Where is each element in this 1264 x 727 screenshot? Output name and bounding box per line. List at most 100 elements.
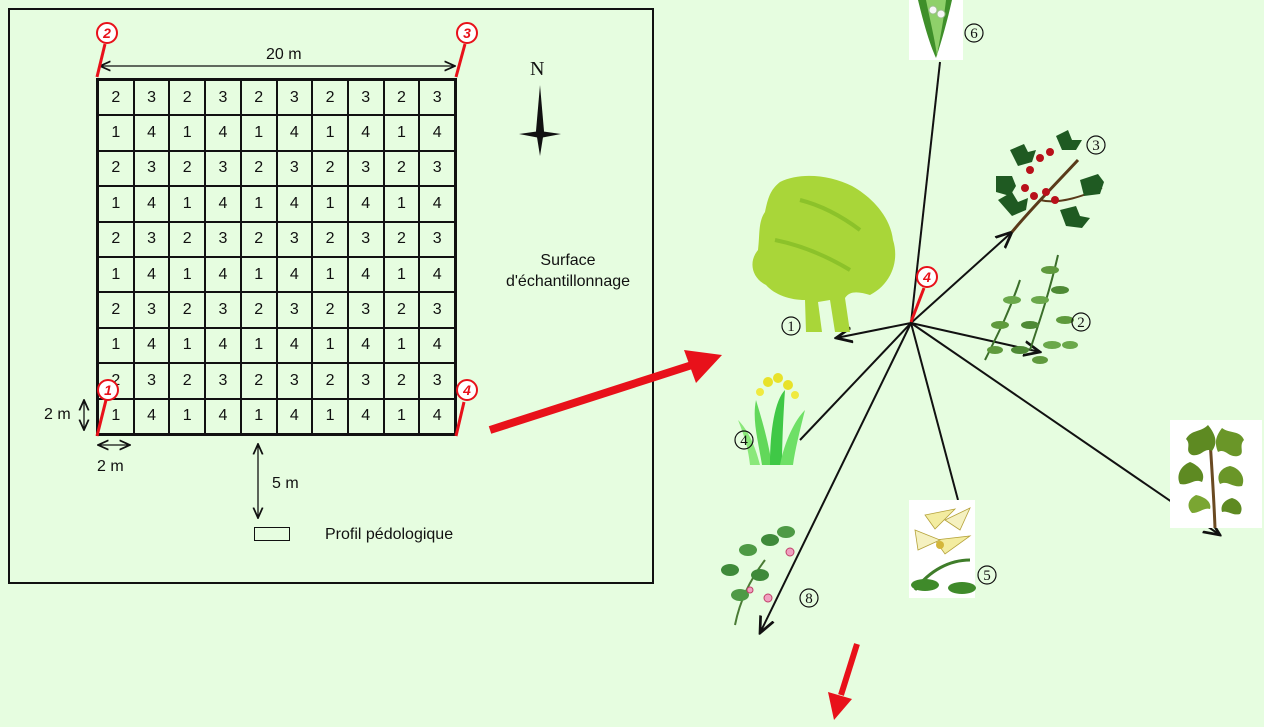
grid-cell: 2 [312, 221, 348, 257]
grid-cell: 2 [240, 80, 277, 116]
grid-cell: 4 [205, 186, 241, 222]
plant-8-label: 8 [799, 588, 819, 608]
compass-star-icon [519, 85, 561, 156]
svg-text:6: 6 [970, 26, 978, 42]
grid-cell: 4 [205, 115, 241, 151]
sampling-plot-panel [8, 8, 654, 584]
grid-cell: 2 [383, 292, 420, 328]
grid-cell: 4 [419, 398, 455, 434]
grid-cell: 4 [347, 257, 384, 293]
pin-4-label: 4 [462, 382, 471, 398]
grid-cell: 1 [312, 398, 348, 434]
grid-cell: 4 [276, 115, 313, 151]
grid-cell: 4 [276, 257, 313, 293]
grid-cell: 4 [276, 327, 313, 364]
grid-cell: 4 [276, 398, 313, 434]
pin-1-icon: 1 [95, 379, 119, 437]
grid-cell: 2 [240, 150, 277, 187]
grid-cell: 2 [98, 80, 134, 116]
grid-cell: 4 [133, 257, 170, 293]
surface-label: Surface d'échantillonnage [498, 250, 638, 292]
pin-2-label: 2 [102, 25, 111, 41]
grid-cell: 1 [169, 257, 206, 293]
center-pin-4-icon: 4 [909, 266, 938, 323]
plant-4-label: 4 [734, 430, 754, 450]
plant-8-bramble-icon [721, 526, 795, 626]
grid-cell: 1 [312, 257, 348, 293]
grid-cell: 3 [419, 221, 455, 257]
grid-cell: 3 [133, 221, 170, 257]
plant-4-grass-icon [738, 373, 805, 465]
grid-cell: 2 [312, 363, 348, 399]
pin-3-label: 3 [463, 25, 471, 41]
grid-cell: 2 [98, 292, 134, 328]
profile-label: Profil pédologique [325, 526, 454, 543]
grid-cell: 2 [169, 363, 206, 399]
grid-cell: 2 [383, 80, 420, 116]
grid-cell: 3 [133, 363, 170, 399]
grid-cell: 2 [169, 292, 206, 328]
surface-label-line1: Surface [540, 252, 596, 269]
plant-1-label: 1 [781, 316, 801, 336]
pin-1-label: 1 [104, 382, 112, 398]
plant-6-label: 6 [964, 23, 984, 43]
plant-2-fern-icon [984, 254, 1078, 364]
grid-cell: 3 [205, 363, 241, 399]
grid-cell: 2 [240, 292, 277, 328]
plant-6-lily-icon [909, 0, 963, 60]
grid-cell: 3 [347, 292, 384, 328]
grid-cell: 1 [383, 327, 420, 364]
grid-cell: 1 [383, 257, 420, 293]
grid-cell: 3 [419, 292, 455, 328]
grid-cell: 1 [240, 186, 277, 222]
grid-cell: 2 [98, 221, 134, 257]
grid-cell: 3 [276, 150, 313, 187]
grid-cell: 3 [276, 221, 313, 257]
grid-cell: 3 [347, 221, 384, 257]
grid-cell: 4 [347, 186, 384, 222]
grid-cell: 2 [240, 221, 277, 257]
grid-cell: 2 [169, 221, 206, 257]
grid-cell: 1 [169, 115, 206, 151]
surface-label-line2: d'échantillonnage [505, 273, 631, 290]
grid-cell: 3 [205, 150, 241, 187]
grid-cell: 3 [276, 292, 313, 328]
grid-cell: 4 [419, 327, 455, 364]
grid-cell: 3 [419, 363, 455, 399]
grid-cell: 4 [133, 327, 170, 364]
grid-cell: 2 [169, 150, 206, 187]
grid-cell: 4 [205, 327, 241, 364]
down-arrow-icon [828, 643, 860, 720]
grid-cell: 1 [98, 257, 134, 293]
grid-cell: 1 [240, 327, 277, 364]
svg-text:4: 4 [740, 433, 748, 449]
grid-cell: 4 [347, 327, 384, 364]
grid-cell: 3 [133, 80, 170, 116]
north-label: N [530, 58, 545, 80]
svg-text:8: 8 [805, 591, 813, 607]
svg-text:1: 1 [787, 319, 795, 335]
pin-2-icon: 2 [95, 22, 118, 78]
grid-cell: 1 [383, 398, 420, 434]
grid-cell: 2 [240, 363, 277, 399]
radial-lines [760, 61, 1220, 633]
grid-cell: 3 [419, 150, 455, 187]
grid-cell: 3 [205, 292, 241, 328]
grid-cell: 4 [133, 115, 170, 151]
plant-3-label: 3 [1086, 135, 1106, 155]
grid-cell: 2 [383, 363, 420, 399]
grid-cell: 1 [312, 327, 348, 364]
grid-cell: 4 [419, 186, 455, 222]
grid-cell: 1 [98, 186, 134, 222]
plant-3-holly-icon [996, 130, 1104, 233]
pin-3-icon: 3 [454, 22, 478, 78]
grid-cell: 3 [276, 80, 313, 116]
grid-cell: 3 [205, 80, 241, 116]
grid-cell: 3 [133, 292, 170, 328]
grid-cell: 1 [383, 186, 420, 222]
grid-cell: 3 [276, 363, 313, 399]
grid-cell: 2 [169, 80, 206, 116]
grid-cell: 4 [347, 398, 384, 434]
